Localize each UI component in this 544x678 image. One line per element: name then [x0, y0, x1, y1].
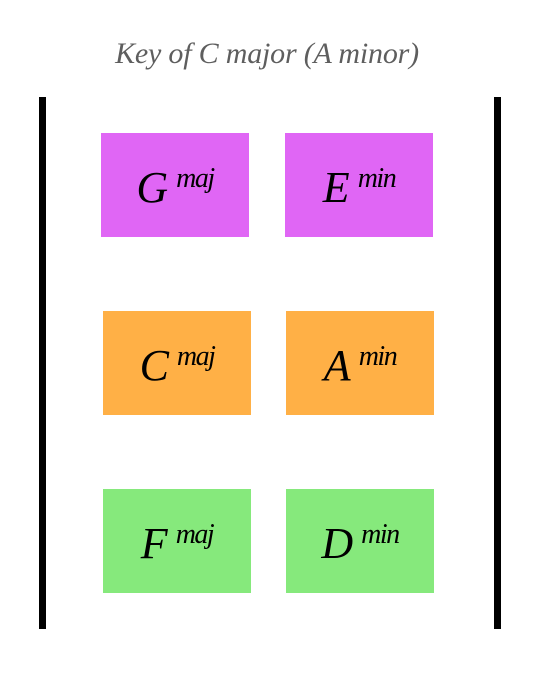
chord-quality: maj [176, 341, 216, 372]
chord-quality: maj [176, 163, 215, 194]
chord-quality: min [357, 163, 397, 194]
chord-root: D [321, 519, 354, 568]
chord-root: E [322, 163, 350, 212]
chord-root: F [140, 519, 168, 568]
chord-root: G [136, 163, 169, 212]
chord-quality: min [361, 519, 400, 550]
chord-root: C [139, 341, 169, 390]
chord-quality: min [358, 341, 398, 372]
diagram-title: Key of C major (A minor) [115, 37, 419, 70]
chord-quality: maj [175, 519, 215, 550]
right-bar-line [494, 97, 501, 629]
chord-root: A [323, 341, 351, 390]
left-bar-line [39, 97, 46, 629]
